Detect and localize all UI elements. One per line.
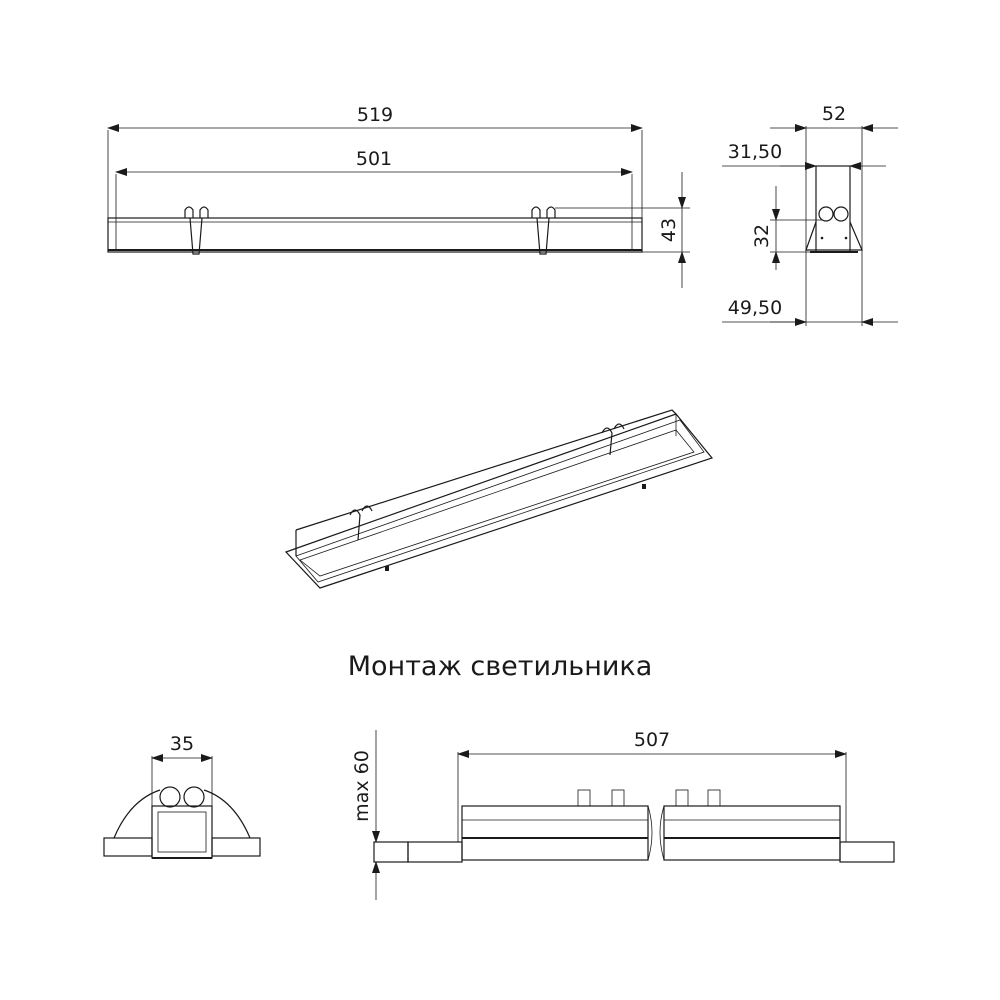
spring-clip-iso-left [349,509,361,541]
luminaire-body-front [107,217,643,253]
spring-right [203,789,251,839]
side-view: 52 31,50 32 49,50 [722,103,898,326]
dim-inner-width: 31,50 [728,141,782,163]
dim-cutout-35: 35 [170,733,194,755]
ceiling-right [211,837,261,857]
dim-inner-length: 501 [356,148,392,170]
isometric-view [284,409,714,589]
install-view: 507 max 60 [351,729,895,900]
dim-cutout-507: 507 [634,729,670,751]
luminaire-bezel-iso [284,413,714,589]
profile-install-right [663,805,841,861]
ceiling-install-right [839,841,895,863]
caption-title: Монтаж светильника [348,651,653,682]
dim-max-depth: max 60 [351,750,373,822]
profile-section [151,805,213,859]
dim-height-32: 32 [751,224,773,248]
spring-left [113,789,161,839]
spring-clip-right [531,206,556,255]
ceiling-install-left [407,841,463,863]
dim-overall-length: 519 [357,104,393,126]
dim-bottom-width: 49,50 [728,297,782,319]
profile-install-left [461,805,649,861]
dim-height-43: 43 [658,218,680,242]
spring-clip-iso-right [601,427,613,456]
dim-width-52: 52 [822,103,846,125]
spring-clip-left [184,206,209,255]
springs-install [577,789,721,807]
ceiling-left [103,837,153,857]
section-view: 35 [103,733,261,859]
front-view: 519 501 43 [107,104,690,288]
